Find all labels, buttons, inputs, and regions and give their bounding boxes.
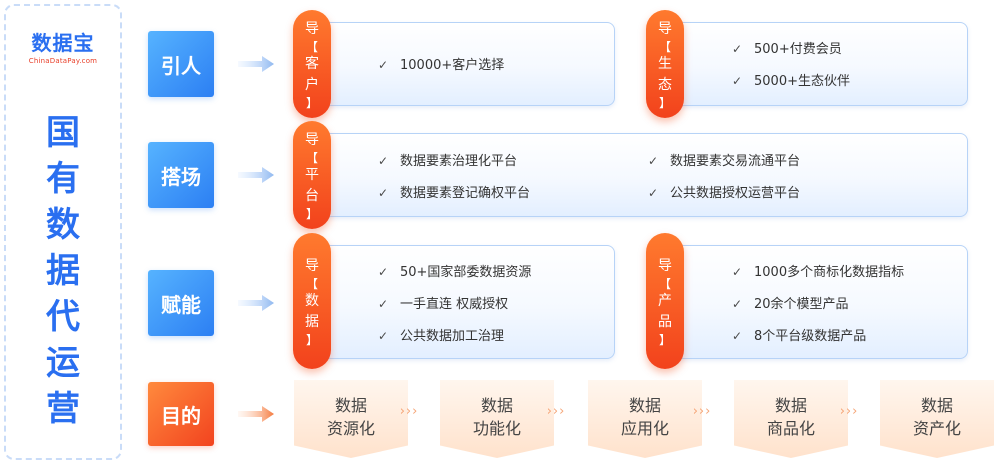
check-icon: ✓ [378,154,389,168]
pill-char: 态 [658,76,672,93]
pill-char: 】 [305,332,318,347]
pill-ecology: 导 【 生 态 】 [646,10,684,118]
goal-resource: 数据资源化 [294,380,408,458]
check-icon: ✓ [378,329,389,343]
card-data [302,245,615,359]
list-item: ✓数据要素登记确权平台 [378,186,531,201]
logo-main-text: 数据宝 [31,31,95,55]
title-char: 有 [46,159,80,199]
pill-char: 据 [305,313,319,330]
pill-char: 【 [658,276,671,291]
check-icon: ✓ [732,297,743,311]
check-icon: ✓ [378,58,389,72]
check-icon: ✓ [732,329,743,343]
pill-product: 导 【 产 品 】 [646,233,684,369]
title-char: 数 [46,205,80,245]
vertical-title: 国 有 数 据 代 运 营 [6,110,120,432]
pill-platform: 导 【 平 台 】 [293,121,331,229]
row-label-attract: 引人 [148,31,214,97]
list-item: ✓8个平台级数据产品 [732,329,867,344]
list-item: ✓1000多个商标化数据指标 [732,265,905,280]
logo-sub-text: ChinaDataPay.com [28,57,98,65]
pill-char: 【 [305,150,318,165]
pill-customer: 导 【 客 户 】 [293,10,331,118]
pill-char: 【 [305,39,318,54]
title-char: 据 [46,251,80,291]
check-icon: ✓ [378,186,389,200]
pill-data: 导 【 数 据 】 [293,233,331,369]
check-icon: ✓ [732,265,743,279]
pill-char: 导 [658,257,672,274]
list-item: ✓500+付费会员 [732,42,842,57]
list-item: ✓50+国家部委数据资源 [378,265,532,280]
title-panel: 数据宝 ChinaDataPay.com 国 有 数 据 代 运 营 [4,4,122,460]
brand-logo: 数据宝 ChinaDataPay.com [6,32,120,65]
pill-char: 客 [305,55,319,72]
arrow-right-icon [238,56,274,72]
list-item: ✓公共数据加工治理 [378,329,505,344]
title-char: 国 [46,113,80,153]
list-item: ✓数据要素治理化平台 [378,154,518,169]
goal-asset: 数据资产化 [880,380,994,458]
chevron-separator-icon: ››› [546,404,566,419]
chevron-separator-icon: ››› [399,404,419,419]
card-product [656,245,968,359]
list-item: ✓数据要素交易流通平台 [648,154,801,169]
list-item: ✓10000+客户选择 [378,58,505,73]
card-ecology [656,22,968,106]
check-icon: ✓ [648,186,659,200]
goal-application: 数据应用化 [588,380,702,458]
card-platform [302,133,968,217]
pill-char: 【 [305,276,318,291]
pill-char: 】 [658,95,671,110]
pill-char: 【 [658,39,671,54]
check-icon: ✓ [732,74,743,88]
list-item: ✓5000+生态伙伴 [732,74,850,89]
pill-char: 生 [658,55,672,72]
chevron-separator-icon: ››› [692,404,712,419]
check-icon: ✓ [648,154,659,168]
title-char: 代 [46,297,80,337]
arrow-right-icon [238,406,274,422]
pill-char: 品 [658,313,672,330]
pill-char: 】 [658,332,671,347]
row-label-empower: 赋能 [148,270,214,336]
pill-char: 户 [305,76,319,93]
row-label-goal: 目的 [148,382,214,446]
goal-function: 数据功能化 [440,380,554,458]
pill-char: 数 [305,292,319,309]
goal-commodity: 数据商品化 [734,380,848,458]
list-item: ✓一手直连 权威授权 [378,297,509,312]
pill-char: 平 [305,166,319,183]
pill-char: 产 [658,292,672,309]
pill-char: 导 [305,20,319,37]
pill-char: 】 [305,95,318,110]
title-char: 运 [46,343,80,383]
pill-char: 导 [305,257,319,274]
arrow-right-icon [238,295,274,311]
pill-char: 导 [305,131,319,148]
list-item: ✓20余个模型产品 [732,297,849,312]
pill-char: 导 [658,20,672,37]
check-icon: ✓ [378,297,389,311]
check-icon: ✓ [378,265,389,279]
chevron-separator-icon: ››› [839,404,859,419]
check-icon: ✓ [732,42,743,56]
row-label-platform: 搭场 [148,142,214,208]
title-char: 营 [46,389,80,429]
list-item: ✓公共数据授权运营平台 [648,186,801,201]
arrow-right-icon [238,167,274,183]
pill-char: 台 [305,187,319,204]
card-customer [302,22,615,106]
pill-char: 】 [305,206,318,221]
